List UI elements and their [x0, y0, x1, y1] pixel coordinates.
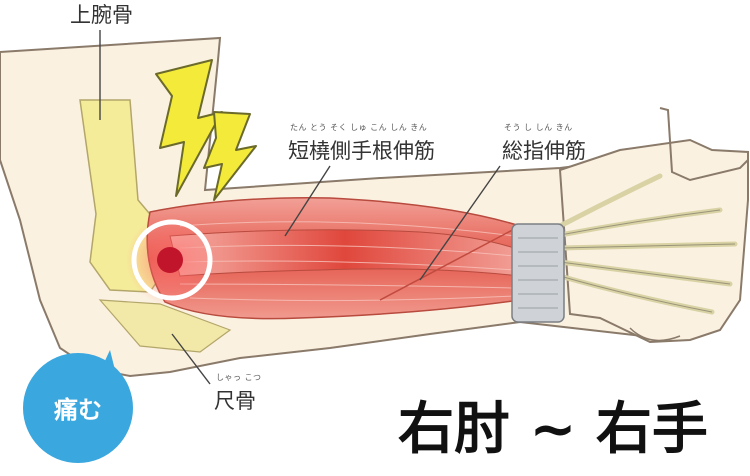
- ulna-bone: [98, 299, 232, 353]
- fingertip-pad: [629, 327, 681, 342]
- lightning-bolt-icon: [155, 59, 223, 197]
- ruby-ulna: しゃっ こつ: [216, 373, 262, 382]
- ruby-edc: そう し しん きん: [504, 123, 573, 132]
- leader-lines: [99, 30, 501, 385]
- hand-skin: [558, 138, 749, 344]
- label-ecrb: 短橈側手根伸筋: [288, 139, 435, 163]
- pain-point-dot: [157, 247, 183, 273]
- pain-badge: 痛む: [23, 350, 133, 463]
- label-edc: 総指伸筋: [502, 139, 586, 163]
- caption-title: 右肘 ~ 右手: [398, 397, 708, 462]
- label-ulna: 尺骨: [214, 389, 256, 413]
- pain-badge-text: 痛む: [54, 396, 102, 424]
- pain-point-ring-icon: [131, 219, 213, 301]
- thumb-outline: [659, 107, 749, 182]
- ruby-ecrb: たん とう そく しゅ こん しん きん: [290, 123, 427, 132]
- wrist-band: [511, 223, 565, 323]
- label-humerus: 上腕骨: [70, 3, 133, 27]
- lightning-bolt-icon-small: [203, 111, 257, 201]
